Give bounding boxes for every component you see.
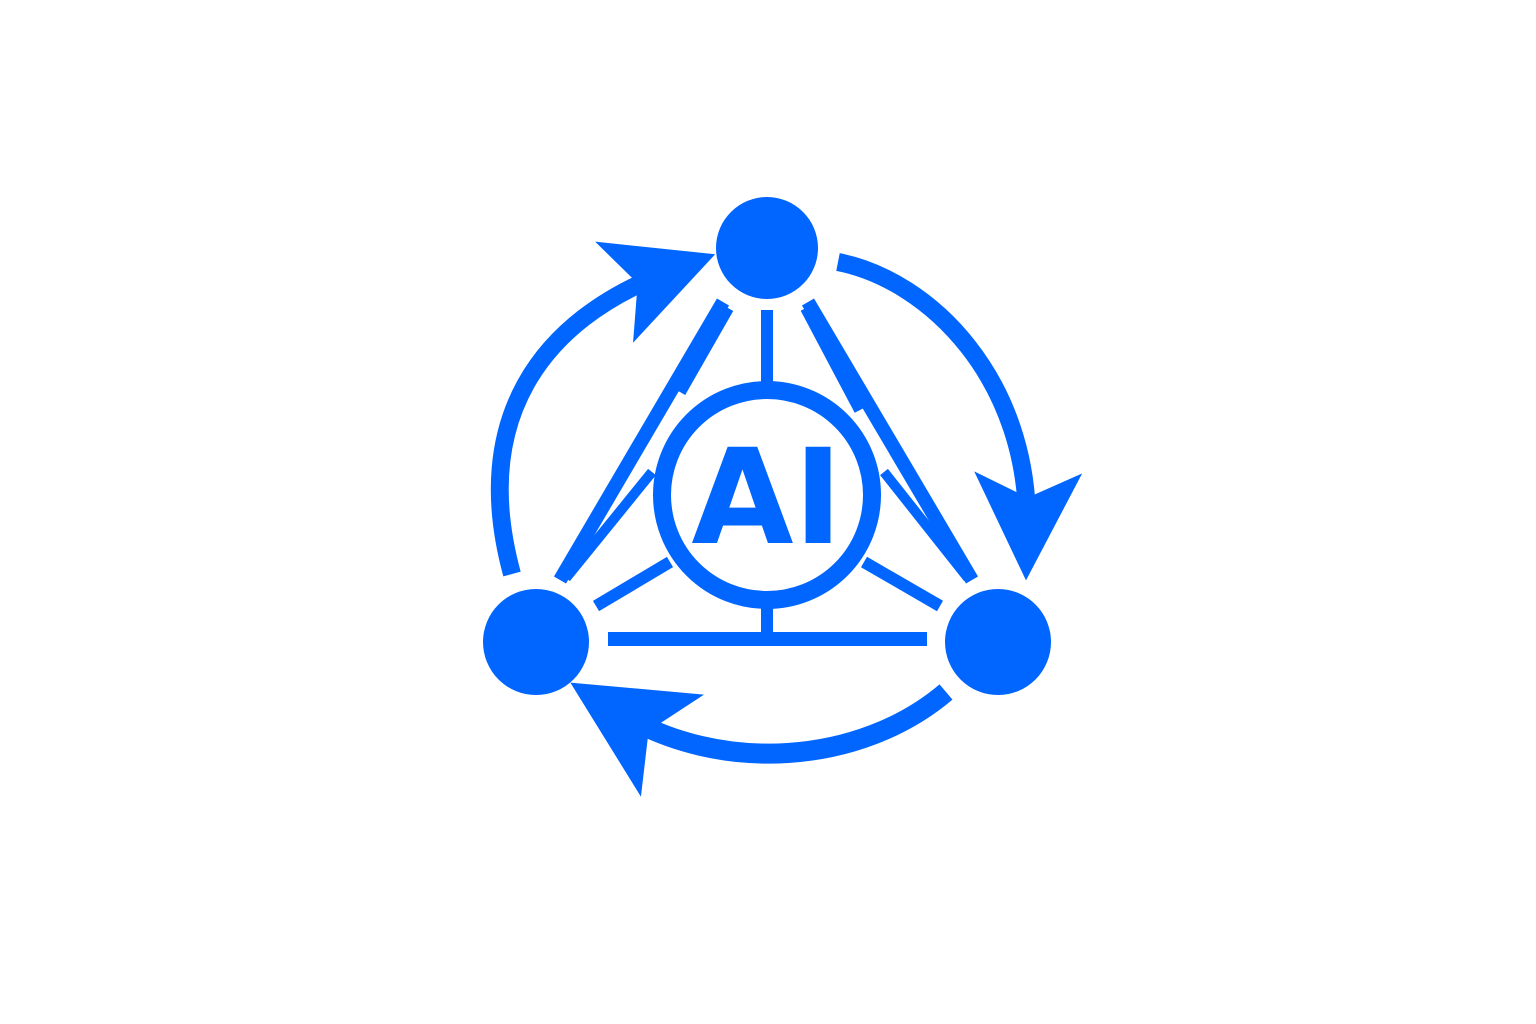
connector-upper-left-line	[674, 305, 734, 395]
node-left-icon	[483, 589, 589, 695]
connector-mid-right-line	[880, 468, 972, 582]
cycle-arrow-top-right-icon	[836, 253, 1083, 581]
hub-label: AI	[691, 421, 842, 575]
cycle-arrow-top-left-icon	[490, 241, 716, 577]
connector-upper-right-line	[800, 305, 866, 413]
cycle-arrow-bottom-icon	[570, 682, 953, 797]
node-top-icon	[716, 197, 818, 299]
edge-left-line	[553, 298, 730, 584]
connector-mid-left-line	[562, 468, 656, 582]
connector-lower-left-line	[592, 556, 674, 612]
hub-ring	[653, 381, 881, 609]
edge-right-line	[801, 298, 979, 584]
connector-lower-right-line	[860, 556, 944, 612]
node-right-icon	[945, 589, 1051, 695]
